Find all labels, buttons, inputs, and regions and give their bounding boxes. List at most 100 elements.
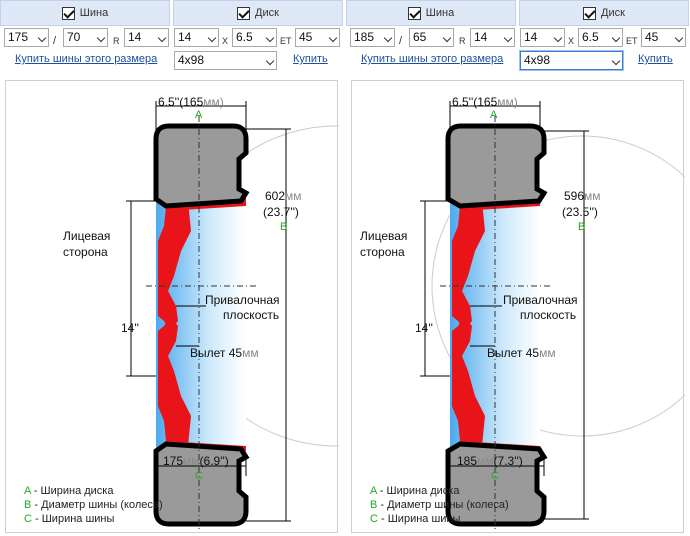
- tire-header[interactable]: Шина: [346, 0, 516, 26]
- chevron-down-icon: [674, 33, 684, 43]
- tire-upper-section: [153, 123, 250, 209]
- tire-profile-select[interactable]: 65: [409, 28, 454, 47]
- chevron-down-icon: [611, 33, 621, 43]
- dim-b-letter: B: [578, 221, 586, 233]
- rim-spoke-lower: [158, 316, 191, 451]
- rim-x-label: X: [222, 36, 229, 46]
- rim-offset-select[interactable]: 45: [295, 28, 340, 47]
- offset-label: Вылет 45мм: [190, 346, 259, 360]
- chevron-down-icon: [265, 56, 275, 66]
- bolt-pattern-select[interactable]: 4x98: [174, 51, 277, 70]
- rim-offset-value: 45: [645, 30, 659, 44]
- tire-profile-value: 70: [67, 30, 81, 44]
- mount-plane-label-1: Привалочная: [503, 293, 578, 307]
- tire-width-select[interactable]: 175: [4, 28, 49, 47]
- dim-b-letter: B: [280, 221, 288, 233]
- tire-width-value: 185: [354, 30, 375, 44]
- face-side-label-1: Лицевая: [360, 229, 408, 243]
- bolt-pattern-value: 4x98: [178, 53, 205, 67]
- mount-plane-label-1: Привалочная: [205, 293, 280, 307]
- legend-a: A - Ширина диска: [370, 485, 460, 497]
- rim-x-label: X: [568, 36, 575, 46]
- rim-width-value: 6.5: [236, 30, 253, 44]
- chevron-down-icon: [265, 33, 275, 43]
- chevron-down-icon: [611, 56, 621, 66]
- tire-width-value: 175: [8, 30, 29, 44]
- dim-a-label: 6.5''(165мм): [158, 95, 224, 109]
- dim-a-letter: A: [195, 109, 203, 121]
- rim-offset-value: 45: [299, 30, 313, 44]
- rim-diameter-select[interactable]: 14: [174, 28, 219, 47]
- chevron-down-icon: [207, 33, 217, 43]
- dim-a-letter: A: [490, 109, 498, 121]
- rim-inch-label: 14'': [121, 321, 139, 335]
- tire-checkbox[interactable]: [61, 6, 75, 20]
- dim-c-letter: C: [491, 470, 499, 482]
- tire-diameter-value: 14: [474, 30, 488, 44]
- rim-spoke-upper: [452, 196, 485, 331]
- rim-checkbox[interactable]: [237, 6, 251, 20]
- legend-a: A - Ширина диска: [24, 485, 114, 497]
- dim-a-label: 6.5''(165мм): [452, 95, 518, 109]
- dim-c-letter: C: [195, 470, 203, 482]
- rim-width-value: 6.5: [582, 30, 599, 44]
- tire-width-select[interactable]: 185: [350, 28, 395, 47]
- rim-spoke-lower: [452, 316, 485, 451]
- wheel-cross-section: [420, 101, 685, 531]
- calculator-panel-left: Шина Диск 175 / 70 R 14 14 X 6.5 ET 45 К…: [0, 0, 343, 536]
- rim-et-label: ET: [280, 36, 292, 46]
- dim-c-label: 175мм(6.9''): [163, 454, 229, 468]
- offset-label: Вылет 45мм: [487, 346, 556, 360]
- dim-c-label: 185мм(7.3''): [457, 454, 523, 468]
- chevron-down-icon: [442, 33, 452, 43]
- calculator-panel-right: Шина Диск 185 / 65 R 14 14 X 6.5 ET 45 К…: [346, 0, 689, 536]
- chevron-down-icon: [157, 33, 167, 43]
- bolt-pattern-select[interactable]: 4x98: [520, 51, 623, 70]
- tire-slash: /: [399, 35, 403, 47]
- chevron-down-icon: [383, 33, 393, 43]
- tire-diameter-select[interactable]: 14: [470, 28, 515, 47]
- chevron-down-icon: [96, 33, 106, 43]
- chevron-down-icon: [553, 33, 563, 43]
- tire-header[interactable]: Шина: [0, 0, 170, 26]
- legend-c: C - Ширина шины: [24, 513, 115, 525]
- rim-offset-select[interactable]: 45: [641, 28, 686, 47]
- tire-lower-section: [445, 441, 548, 527]
- rim-width-select[interactable]: 6.5: [232, 28, 277, 47]
- buy-link[interactable]: Купить: [293, 53, 328, 65]
- rim-header-label: Диск: [255, 7, 279, 19]
- dim-b-label-inch: (23.7''): [263, 205, 299, 219]
- mount-plane-label-2: плоскость: [223, 308, 280, 322]
- tire-profile-value: 65: [413, 30, 427, 44]
- rim-et-label: ET: [626, 36, 638, 46]
- tire-header-label: Шина: [425, 7, 455, 19]
- tire-profile-select[interactable]: 70: [63, 28, 108, 47]
- tire-r-label: R: [113, 36, 120, 46]
- rim-width-select[interactable]: 6.5: [578, 28, 623, 47]
- tire-checkbox[interactable]: [407, 6, 421, 20]
- rim-header[interactable]: Диск: [519, 0, 689, 26]
- tire-diameter-select[interactable]: 14: [124, 28, 169, 47]
- chevron-down-icon: [503, 33, 513, 43]
- buy-tires-link[interactable]: Купить шины этого размера: [361, 53, 504, 65]
- buy-tires-link[interactable]: Купить шины этого размера: [15, 53, 158, 65]
- legend-b: B - Диаметр шины (колеса): [370, 499, 509, 511]
- face-side-label-2: сторона: [63, 245, 108, 259]
- legend-b: B - Диаметр шины (колеса): [24, 499, 163, 511]
- tire-r-label: R: [459, 36, 466, 46]
- legend-c: C - Ширина шины: [370, 513, 461, 525]
- rim-spoke-upper: [158, 196, 191, 331]
- face-side-label-2: сторона: [360, 245, 405, 259]
- wheel-outline-circle: [431, 135, 685, 437]
- chevron-down-icon: [37, 33, 47, 43]
- chevron-down-icon: [328, 33, 338, 43]
- bolt-pattern-value: 4x98: [524, 53, 551, 67]
- tire-diameter-value: 14: [128, 30, 142, 44]
- rim-checkbox[interactable]: [583, 6, 597, 20]
- rim-diameter-select[interactable]: 14: [520, 28, 565, 47]
- buy-link[interactable]: Купить: [638, 53, 673, 65]
- rim-header[interactable]: Диск: [173, 0, 343, 26]
- tire-lower-section: [153, 441, 250, 527]
- tire-header-label: Шина: [79, 7, 109, 19]
- mount-plane-label-2: плоскость: [520, 308, 577, 322]
